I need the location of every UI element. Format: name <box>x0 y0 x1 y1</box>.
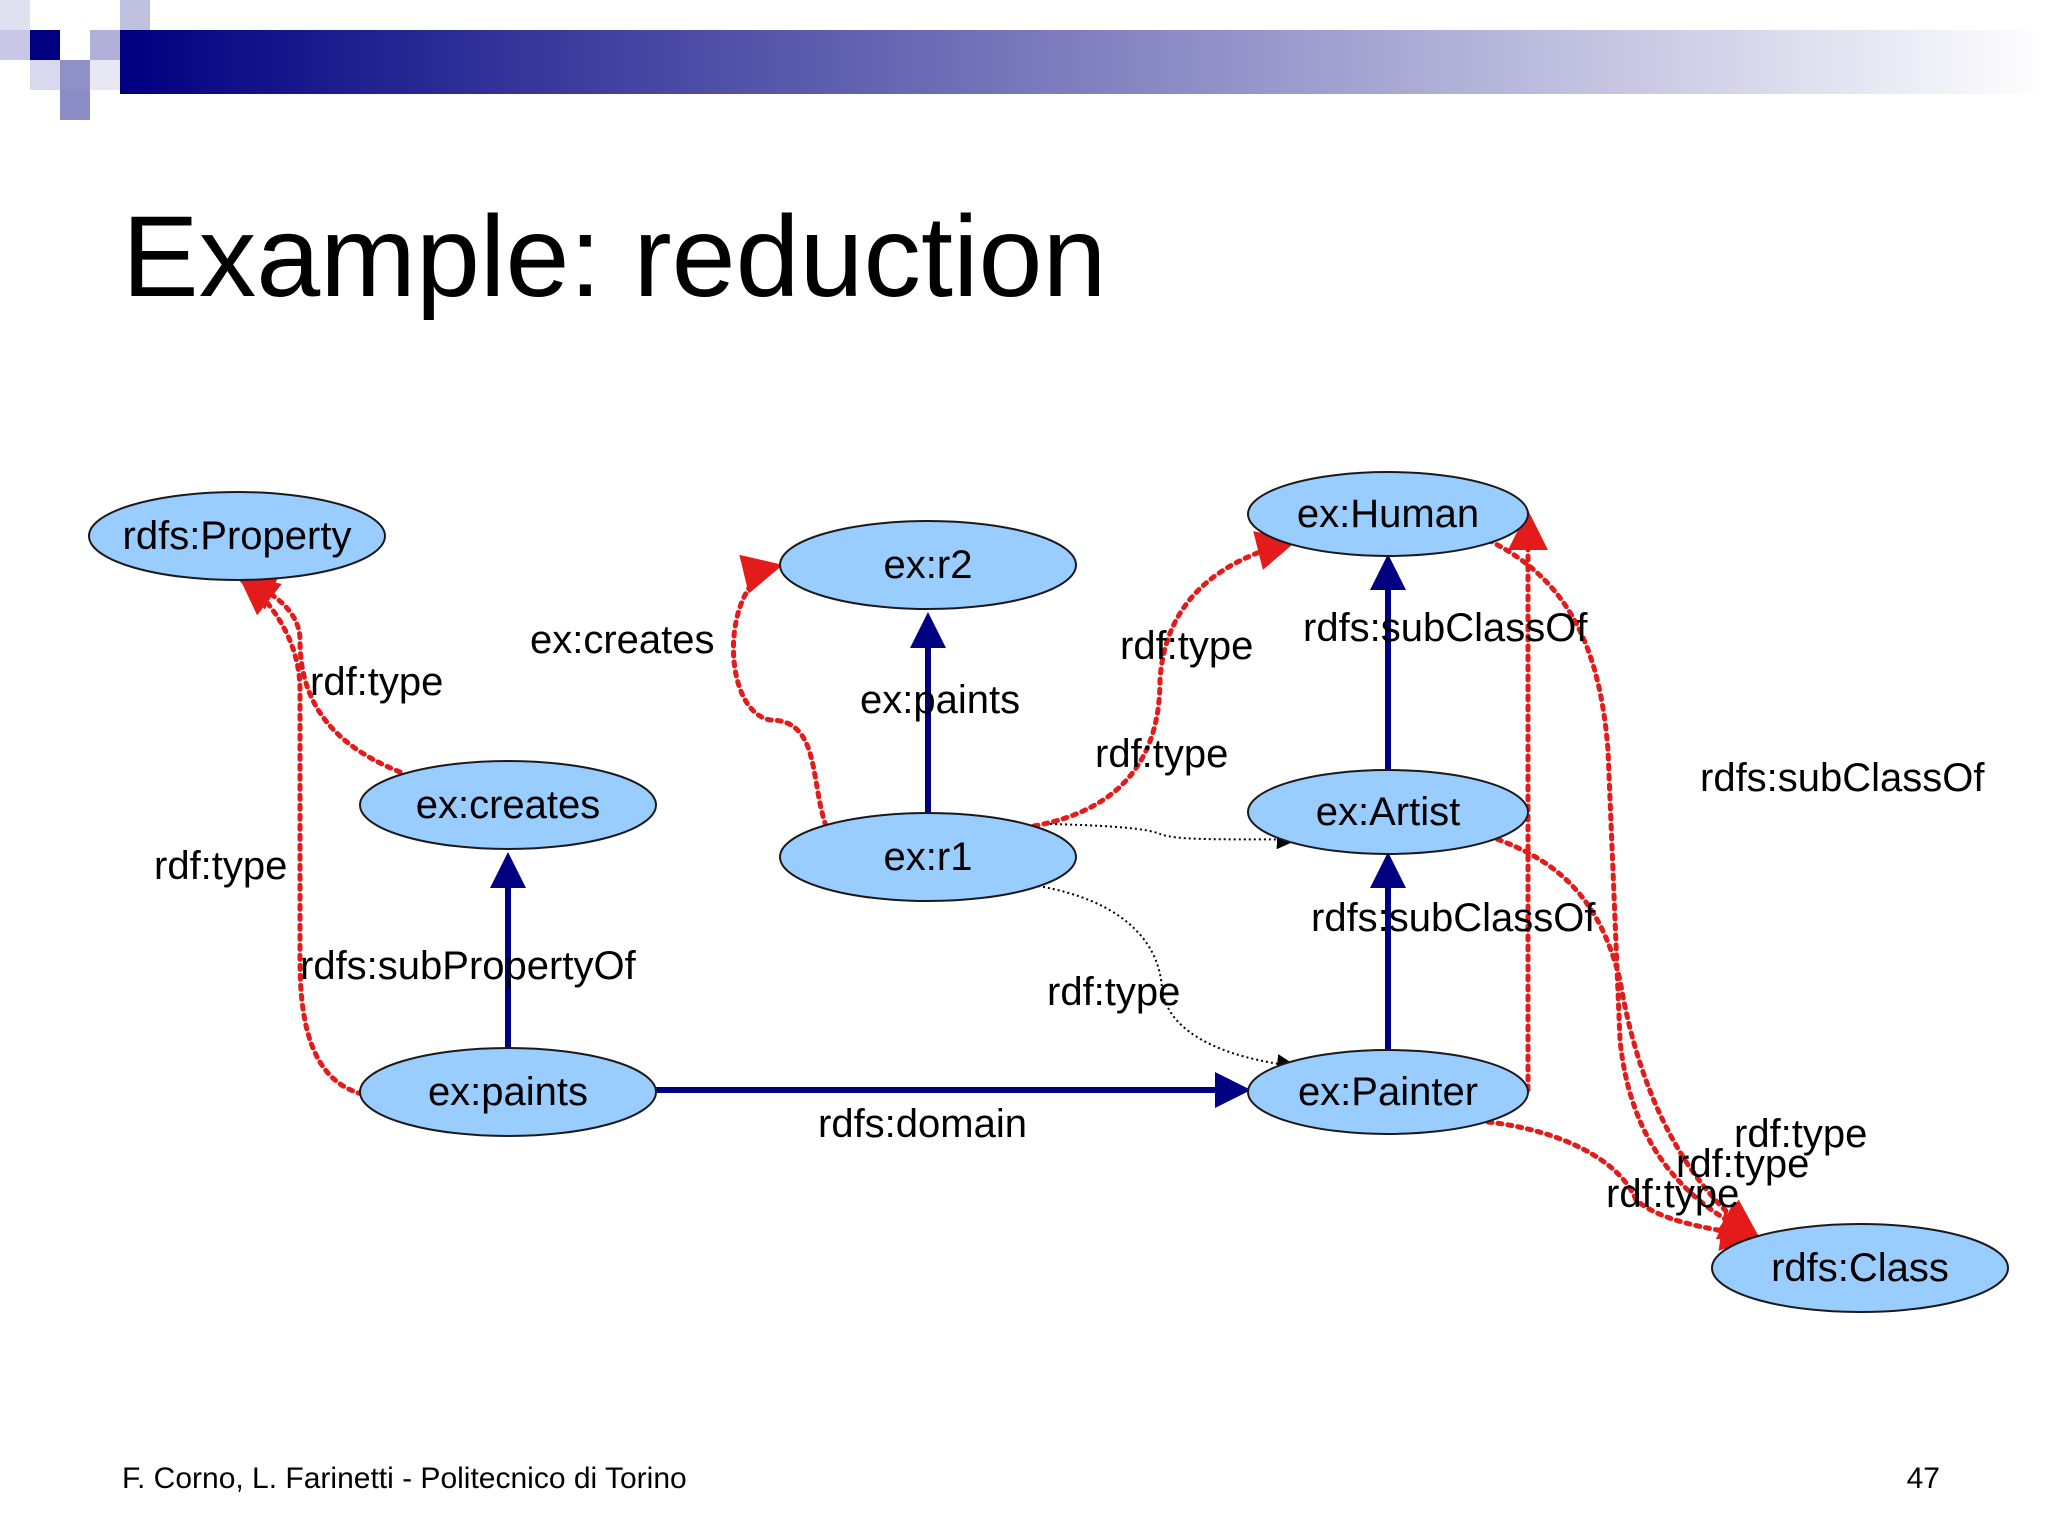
label-r1-type-human: rdf:type <box>1120 624 1253 668</box>
edge-paints-type-property <box>238 574 365 1097</box>
node-rdfs-property: rdfs:Property <box>88 491 386 581</box>
svg-text:ex:paints: ex:paints <box>428 1070 588 1114</box>
edge-r1-creates-r2 <box>731 554 829 829</box>
svg-text:ex:Human: ex:Human <box>1297 492 1479 536</box>
label-class-type-3: rdf:type <box>1606 1172 1739 1216</box>
header-gradient-band <box>120 30 2048 94</box>
footer-author: F. Corno, L. Farinetti - Politecnico di … <box>122 1462 687 1495</box>
svg-text:ex:Painter: ex:Painter <box>1298 1070 1478 1114</box>
label-r1-paints-r2: ex:paints <box>860 678 1020 722</box>
label-paints-type-property: rdf:type <box>154 844 287 888</box>
svg-text:ex:r1: ex:r1 <box>884 835 973 879</box>
header-decoration <box>0 0 2048 120</box>
node-ex-r1: ex:r1 <box>779 812 1077 902</box>
edge-r1-type-human <box>1031 531 1297 829</box>
svg-text:ex:r2: ex:r2 <box>884 543 973 587</box>
label-r1-type-artist: rdf:type <box>1095 732 1228 776</box>
node-ex-creates: ex:creates <box>359 760 657 850</box>
page-number: 47 <box>1906 1462 1940 1495</box>
label-r1-type-painter: rdf:type <box>1047 970 1180 1014</box>
label-human-subclass-class: rdfs:subClassOf <box>1700 756 1985 800</box>
svg-text:rdfs:Property: rdfs:Property <box>123 514 352 558</box>
edge-r1-type-artist <box>1049 823 1297 850</box>
header-square-dark <box>30 30 60 60</box>
node-ex-r2: ex:r2 <box>779 520 1077 610</box>
svg-text:ex:creates: ex:creates <box>416 783 601 827</box>
edge-r1-type-painter <box>1037 885 1297 1074</box>
label-artist-subclass-human: rdfs:subClassOf <box>1303 606 1588 650</box>
edge-human-type-class <box>1485 537 1761 1240</box>
label-class-type-2: rdf:type <box>1676 1142 1809 1186</box>
node-rdfs-class: rdfs:Class <box>1711 1223 2009 1313</box>
node-ex-artist: ex:Artist <box>1247 769 1529 855</box>
label-paints-domain-painter: rdfs:domain <box>818 1102 1027 1146</box>
svg-text:rdfs:Class: rdfs:Class <box>1771 1246 1949 1290</box>
node-ex-human: ex:Human <box>1247 471 1529 557</box>
label-r1-creates-r2: ex:creates <box>530 618 715 662</box>
label-painter-subclass-artist: rdfs:subClassOf <box>1311 896 1596 940</box>
svg-text:ex:Artist: ex:Artist <box>1316 790 1460 834</box>
edge-painter-type-class <box>1485 1119 1761 1251</box>
label-creates-type-property: rdf:type <box>310 660 443 704</box>
node-ex-paints: ex:paints <box>359 1047 657 1137</box>
slide-title: Example: reduction <box>122 193 1107 321</box>
label-paints-subproperty-creates: rdfs:subPropertyOf <box>300 944 637 988</box>
node-ex-painter: ex:Painter <box>1247 1049 1529 1135</box>
label-class-type-1: rdf:type <box>1734 1112 1867 1156</box>
edge-artist-type-class <box>1485 833 1761 1239</box>
